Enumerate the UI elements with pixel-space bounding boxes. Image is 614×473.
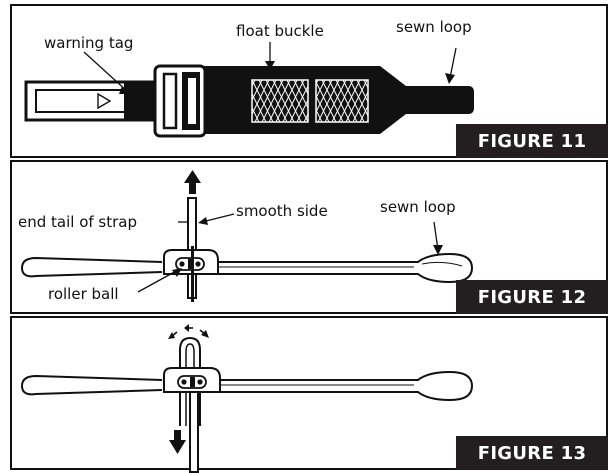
strap-body-13 bbox=[208, 370, 474, 402]
figure-11-illustration bbox=[24, 42, 474, 138]
warning-triangle-icon bbox=[97, 92, 112, 110]
label-roller-ball: roller ball bbox=[48, 285, 119, 303]
up-arrow-icon bbox=[184, 170, 201, 194]
label-end-tail: end tail of strap bbox=[18, 213, 138, 231]
spread-arrows-icon bbox=[168, 324, 209, 339]
label-warning-tag: warning tag bbox=[44, 34, 134, 52]
strap-body bbox=[202, 252, 474, 284]
label-smooth-side: smooth side bbox=[236, 202, 328, 220]
sewn-loop-strap bbox=[404, 86, 474, 114]
figure-13-badge: FIGURE 13 bbox=[456, 436, 608, 470]
warning-tag bbox=[35, 89, 133, 113]
left-loop bbox=[20, 256, 163, 278]
label-sewn-loop-12: sewn loop bbox=[380, 198, 456, 216]
figure-11-badge: FIGURE 11 bbox=[456, 124, 608, 158]
figure-13-panel: FIGURE 13 bbox=[10, 316, 608, 473]
figure-12-illustration bbox=[20, 170, 474, 302]
tail-down bbox=[189, 387, 199, 473]
figure-12-badge: FIGURE 12 bbox=[456, 280, 608, 314]
label-sewn-loop-11: sewn loop bbox=[396, 18, 472, 36]
figure-12-panel: end tail of strap smooth side sewn loop … bbox=[10, 160, 608, 314]
left-loop-13 bbox=[20, 374, 163, 396]
down-arrow-icon bbox=[169, 430, 186, 454]
strap-u-bend bbox=[179, 336, 201, 426]
label-float-buckle: float buckle bbox=[236, 22, 324, 40]
figure-13-illustration bbox=[20, 324, 474, 473]
figure-11-panel: warning tag float buckle sewn loop FIGUR… bbox=[10, 4, 608, 158]
